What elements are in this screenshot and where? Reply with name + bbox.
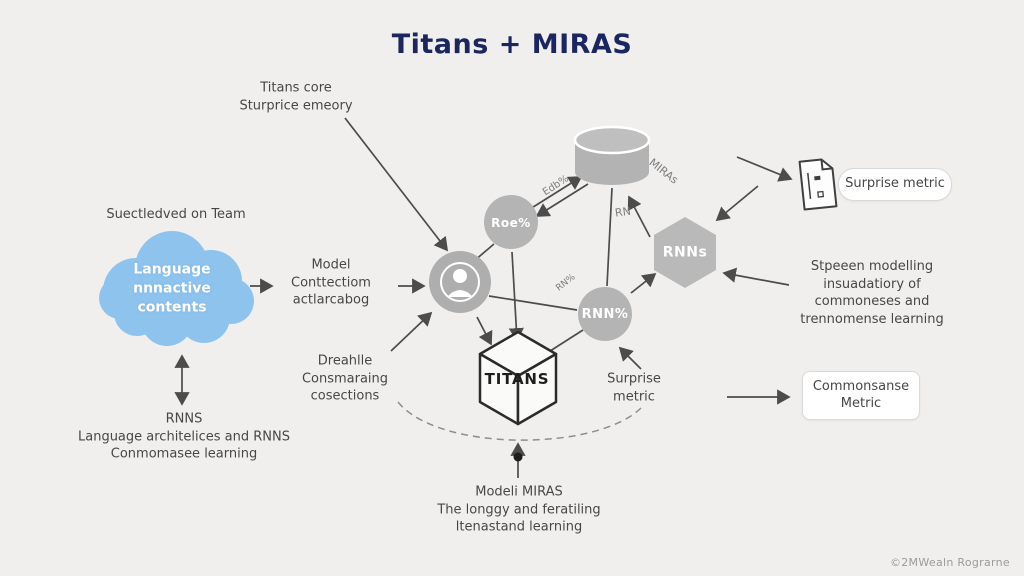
- model-connection-label: Model Conttectiom actlarcabog: [291, 257, 371, 308]
- titans-core-label: Titans core Sturprice emeory: [239, 80, 353, 113]
- rn-arrow-label: RN: [614, 204, 632, 220]
- rnn-node-label: RNN%: [581, 307, 629, 323]
- surprise-metric-box-label: Surprise metric: [845, 176, 945, 192]
- selected-team-label: Suectledved on Team: [106, 207, 246, 223]
- cloud-shape: [99, 231, 254, 346]
- titans-cube-label: TITANS: [484, 369, 550, 388]
- roe-node-label: Roe%: [491, 215, 531, 230]
- watermark: ©2MWealn Rograrne: [889, 556, 1010, 569]
- database-icon: [573, 125, 651, 185]
- page-title: Titans + MIRAS: [391, 28, 633, 60]
- dashed-connector: [397, 401, 643, 441]
- commonsense-metric-box: Commonsanse Metric: [802, 371, 920, 420]
- miras-model-label: Modeli MIRAS The longgy and feratiling l…: [437, 484, 601, 535]
- commonsense-metric-box-label: Commonsanse Metric: [812, 378, 910, 411]
- right-paragraph-label: Stpeeen modelling insuadatiory of common…: [800, 258, 944, 327]
- rnns-block-label: RNNS Language architelices and RNNS Conm…: [77, 411, 291, 462]
- rnn-circle-node: [578, 287, 632, 341]
- dreahlle-label: Dreahlle Consmaraing cosections: [301, 353, 389, 404]
- cloud-label: Language nnnactive contents: [133, 261, 211, 316]
- roe-circle-node: [484, 195, 538, 249]
- document-icon: [798, 158, 838, 211]
- surprise-metric-box: Surprise metric: [838, 168, 952, 201]
- hexagon-node: [654, 217, 716, 288]
- surprise-center-label: Surprise metric: [607, 371, 661, 404]
- hexagon-node-label: RNNs: [662, 244, 708, 261]
- person-icon: [429, 251, 491, 313]
- titans-cube: [478, 330, 558, 426]
- connector-dot: [513, 452, 523, 462]
